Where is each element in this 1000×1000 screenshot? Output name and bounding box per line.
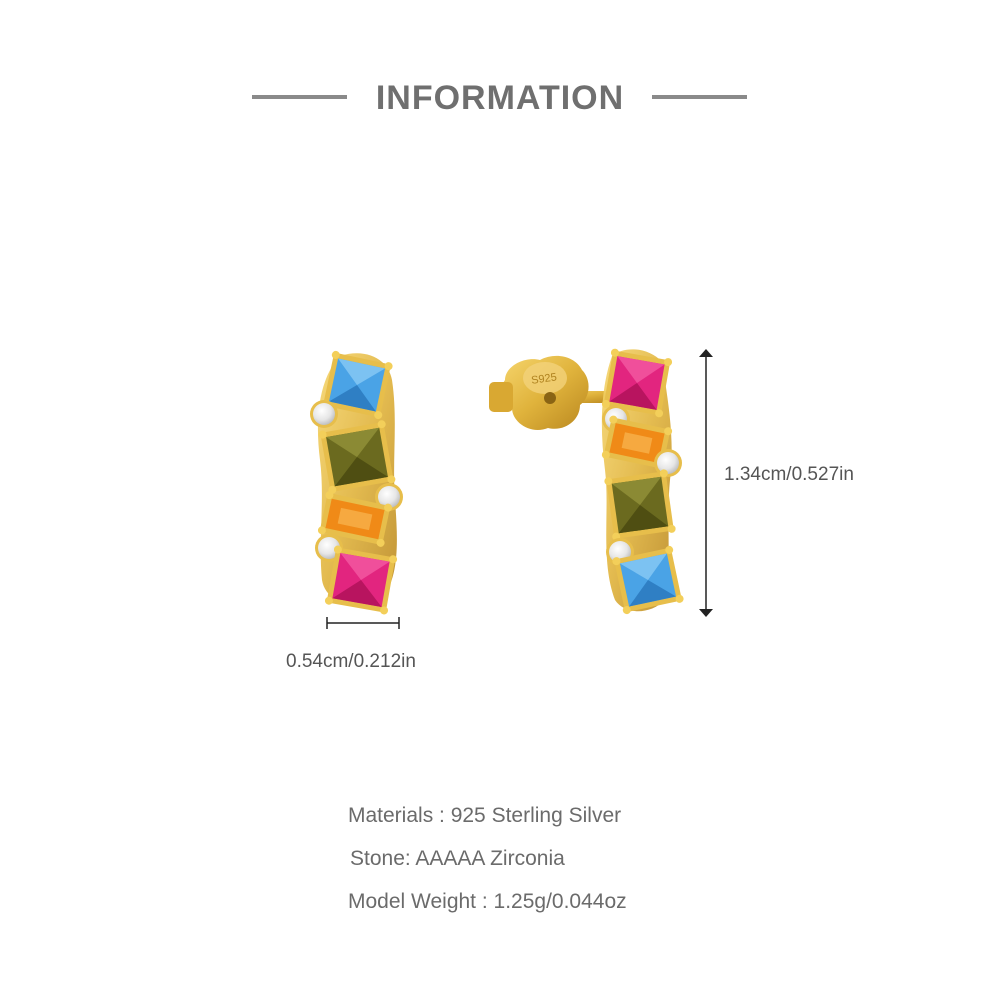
earring-side-view: S925: [489, 348, 684, 615]
width-dimension-line: [326, 617, 400, 629]
earring-back: S925: [489, 355, 589, 430]
blue-stone: [321, 350, 393, 420]
pink-stone: [601, 348, 673, 418]
clear-stone: [310, 400, 338, 428]
olive-stone: [318, 420, 396, 494]
earring-front-view: [310, 350, 403, 615]
spec-materials: Materials : 925 Sterling Silver: [348, 804, 622, 827]
spec-weight: Model Weight : 1.25g/0.044oz: [348, 890, 627, 913]
orange-stone: [317, 491, 393, 547]
height-label: 1.34cm/0.527in: [724, 464, 854, 485]
pink-stone: [324, 545, 398, 615]
spec-stone: Stone: AAAAA Zirconia: [350, 847, 565, 870]
clear-stone: [654, 449, 682, 477]
title-row: INFORMATION: [0, 78, 1000, 118]
clear-stone: [375, 483, 403, 511]
stamp-text: S925: [530, 371, 557, 386]
height-dimension-line: [699, 349, 713, 617]
title-rule-right: [652, 95, 747, 99]
width-label: 0.54cm/0.212in: [286, 651, 416, 672]
blue-stone: [612, 545, 684, 615]
page-title: INFORMATION: [375, 79, 625, 117]
title-rule-left: [252, 95, 347, 99]
olive-stone: [604, 469, 676, 541]
specs-list: Materials : 925 Sterling Silver Stone: A…: [348, 800, 627, 929]
